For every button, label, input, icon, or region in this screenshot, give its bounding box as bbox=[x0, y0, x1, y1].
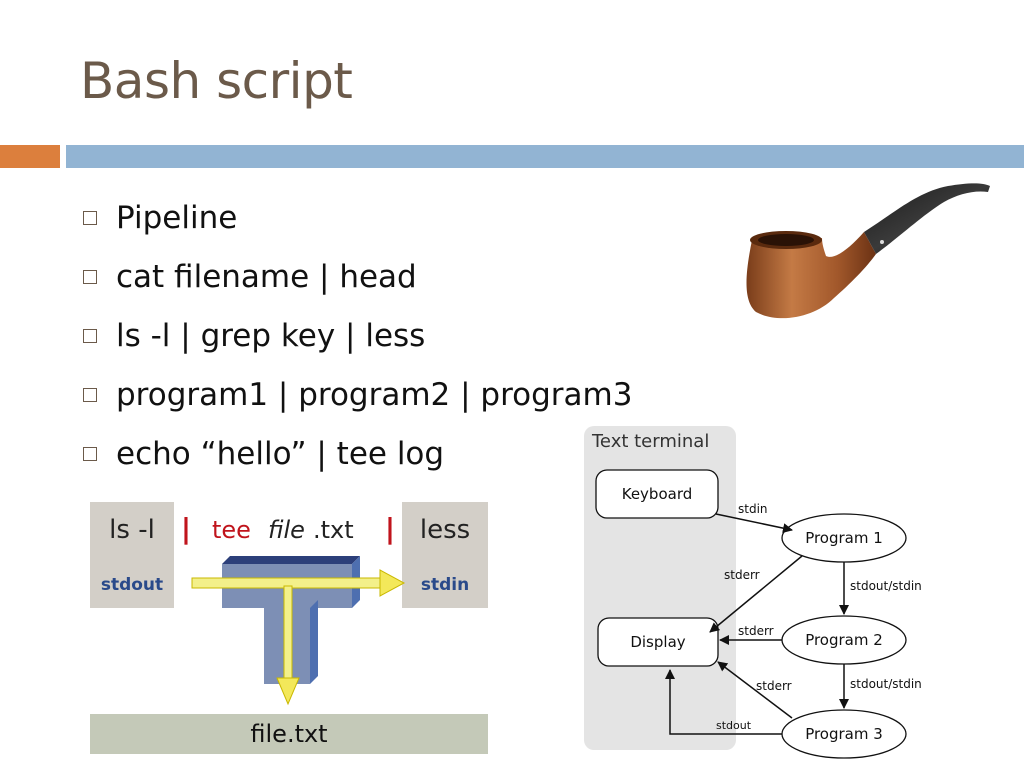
bullet-list: Pipeline cat filename | head ls -l | gre… bbox=[83, 188, 632, 483]
bullet-box-icon bbox=[83, 269, 97, 284]
ls-command: ls -l bbox=[109, 515, 155, 545]
display-label: Display bbox=[630, 633, 685, 651]
bullet-text: Pipeline bbox=[116, 199, 238, 236]
bullet-item: Pipeline bbox=[83, 188, 632, 247]
file-box bbox=[90, 714, 488, 754]
bullet-box-icon bbox=[83, 446, 97, 461]
bullet-item: cat filename | head bbox=[83, 247, 632, 306]
slide-title: Bash script bbox=[80, 52, 353, 110]
edge-stdin-label: stdin bbox=[738, 502, 768, 516]
terminal-label: Text terminal bbox=[591, 431, 709, 452]
edge-stdout-stdin1-label: stdout/stdin bbox=[850, 579, 922, 593]
keyboard-node bbox=[595, 469, 719, 519]
keyboard-label: Keyboard bbox=[622, 485, 693, 503]
less-box bbox=[402, 502, 488, 608]
program1-label: Program 1 bbox=[805, 529, 883, 547]
bullet-box-icon bbox=[83, 210, 97, 225]
accent-bar-blue bbox=[66, 145, 1024, 168]
bullet-text: echo “hello” | tee log bbox=[116, 435, 445, 472]
edge-stdout-stdin2-label: stdout/stdin bbox=[850, 677, 922, 691]
display-node bbox=[597, 617, 719, 667]
program2-label: Program 2 bbox=[805, 631, 883, 649]
bullet-text: ls -l | grep key | less bbox=[116, 317, 426, 354]
bullet-text: cat filename | head bbox=[116, 258, 417, 295]
edge-stderr3-label: stderr bbox=[756, 679, 792, 693]
stdin-label: stdin bbox=[421, 575, 469, 595]
edge-stderr1-label: stderr bbox=[724, 568, 760, 582]
less-command: less bbox=[420, 515, 470, 545]
file-txt-label: file.txt bbox=[250, 720, 327, 748]
tee-file-ext: .txt bbox=[313, 516, 354, 544]
stdout-label: stdout bbox=[101, 575, 163, 595]
pipe-symbol-2: | bbox=[385, 512, 395, 545]
tee-command: tee bbox=[212, 516, 251, 544]
bullet-item: ls -l | grep key | less bbox=[83, 306, 632, 365]
terminal-diagram: Text terminal Keyboard Display Program 1… bbox=[584, 426, 922, 759]
bullet-text: program1 | program2 | program3 bbox=[116, 376, 633, 413]
tobacco-pipe-icon bbox=[746, 183, 990, 319]
edge-stderr2-label: stderr bbox=[738, 624, 774, 638]
bullet-item: program1 | program2 | program3 bbox=[83, 365, 632, 424]
bullet-box-icon bbox=[83, 328, 97, 343]
bullet-box-icon bbox=[83, 387, 97, 402]
ls-box bbox=[90, 502, 174, 608]
accent-bar-orange bbox=[0, 145, 60, 168]
bullet-item: echo “hello” | tee log bbox=[83, 424, 632, 483]
pipe-symbol-1: | bbox=[181, 512, 191, 545]
tee-diagram: ls -l | tee file .txt | less stdout stdi… bbox=[90, 502, 488, 754]
program3-label: Program 3 bbox=[805, 725, 883, 743]
tee-file-name: file bbox=[268, 516, 305, 544]
edge-stdout-label: stdout bbox=[716, 719, 752, 732]
